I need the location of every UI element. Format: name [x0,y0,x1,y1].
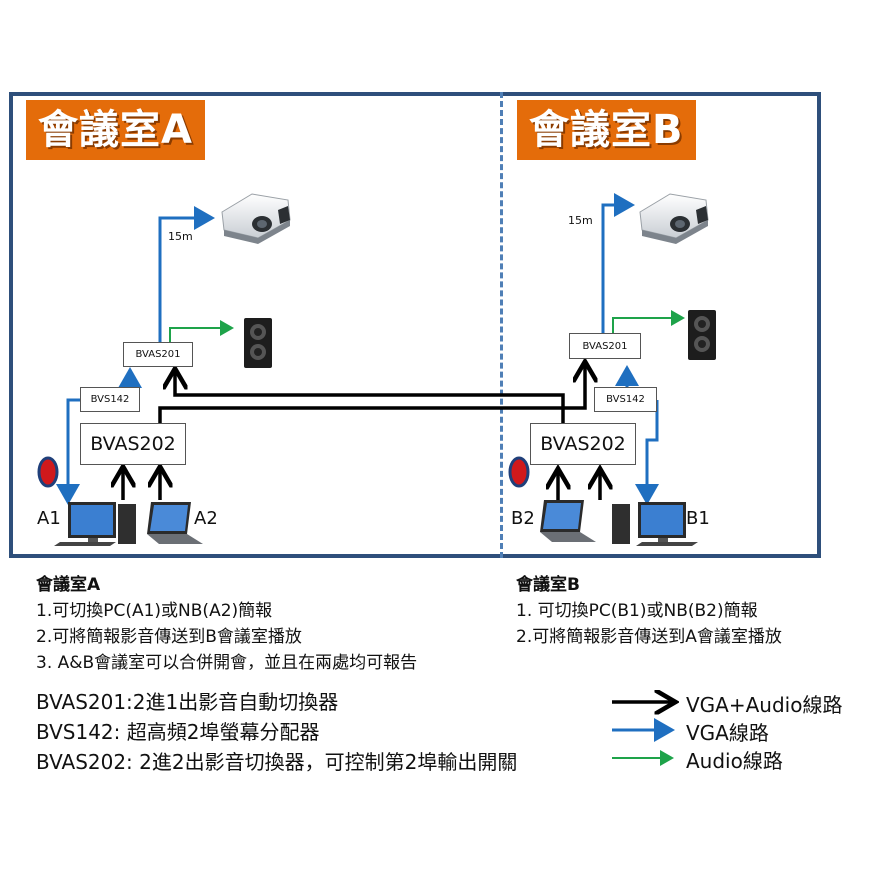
a-distance-label: 15m [168,230,193,243]
projector-icon [639,193,709,244]
desktop-pc-icon [54,502,136,546]
diagram-frame [9,92,821,558]
legend-audio-label: Audio線路 [686,749,783,773]
legend-vga-audio-label: VGA+Audio線路 [686,693,843,717]
ir-sensor-icon [508,456,530,488]
a-bvas201-box: BVAS201 [123,342,193,367]
room-b-notes: 會議室B 1. 可切換PC(B1)或NB(B2)簡報 2.可將簡報影音傳送到A會… [516,572,782,650]
b-audio-to-speaker [612,310,685,333]
b-bvs142-box: BVS142 [594,387,657,412]
room-a-notes: 會議室A 1.可切換PC(A1)或NB(A2)簡報 2.可將簡報影音傳送到B會議… [36,572,417,676]
b-bvas201-box: BVAS201 [569,333,641,359]
spec-bvas201: BVAS201:2進1出影音自動切換器 [36,690,339,714]
a1-label: A1 [37,508,61,529]
spec-bvas202: BVAS202: 2進2出影音切換器，可控制第2埠輸出開關 [36,750,518,774]
room-b-note-1: 1. 可切換PC(B1)或NB(B2)簡報 [516,601,758,621]
speaker-icon [244,318,272,368]
a-bvas202-box: BVAS202 [80,423,186,465]
ir-sensor-icon [37,456,59,488]
room-b-note-2: 2.可將簡報影音傳送到A會議室播放 [516,627,782,647]
laptop-icon [540,500,596,542]
a-to-b-link [158,365,585,425]
speaker-icon [688,310,716,360]
room-divider [500,92,503,558]
room-a-notes-heading: 會議室A [36,575,101,595]
b-vga-to-pc-monitor [635,400,659,505]
b-bvas202-box: BVAS202 [530,423,636,465]
a-bvs142-box: BVS142 [80,387,140,412]
spec-bvs142: BVS142: 超高頻2埠螢幕分配器 [36,720,320,744]
device-specs: BVAS201:2進1出影音自動切換器 BVS142: 超高頻2埠螢幕分配器 B… [36,687,517,777]
a2-label: A2 [194,508,218,529]
laptop-icon [147,502,203,544]
a-vga-to-projector [158,206,215,342]
room-a-note-2: 2.可將簡報影音傳送到B會議室播放 [36,627,302,647]
room-a-note-1: 1.可切換PC(A1)或NB(A2)簡報 [36,601,273,621]
legend-vga-label: VGA線路 [686,721,769,745]
b1-label: B1 [686,508,710,529]
room-a-note-3: 3. A&B會議室可以合併開會，並且在兩處均可報告 [36,653,418,673]
a-vga-to-pc-monitor [56,398,80,505]
b-vga-to-projector [601,193,635,333]
projector-icon [221,193,291,244]
desktop-pc-icon [612,502,698,546]
room-b-title: 會議室B [517,100,696,160]
a-audio-to-speaker [169,320,234,342]
b2-label: B2 [511,508,535,529]
b-distance-label: 15m [568,214,593,227]
room-b-notes-heading: 會議室B [516,575,580,595]
room-a-title: 會議室A [26,100,205,160]
b-to-a-link [175,372,565,425]
